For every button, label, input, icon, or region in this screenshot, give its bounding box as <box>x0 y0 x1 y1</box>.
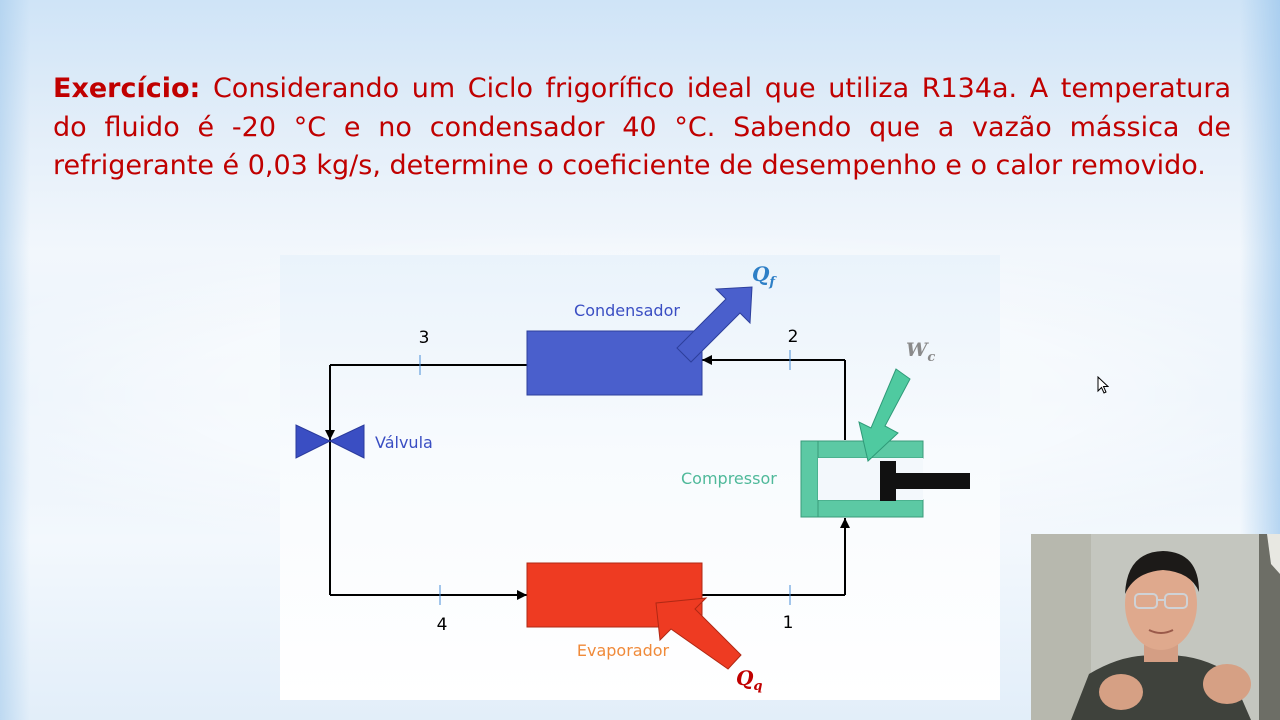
qq-label: Qq <box>736 666 763 694</box>
qf-label: Qf <box>752 262 777 290</box>
problem-heading: Exercício: <box>53 73 201 104</box>
problem-statement: Exercício: Considerando um Ciclo frigorí… <box>53 70 1231 186</box>
condenser-label: Condensador <box>574 301 680 320</box>
point-4-label: 4 <box>437 615 448 635</box>
flow-arrowheads <box>325 355 850 600</box>
qq-arrow <box>655 597 742 670</box>
piston <box>880 461 970 501</box>
circuit-lines <box>329 359 846 596</box>
wc-sub: c <box>927 350 935 365</box>
compressor-label: Compressor <box>681 469 777 488</box>
presenter-video <box>1031 534 1280 720</box>
point-2-label: 2 <box>788 327 799 347</box>
qf-main: Q <box>752 262 770 286</box>
evaporator-label: Evaporador <box>577 641 670 660</box>
mouse-cursor-icon <box>1097 376 1109 394</box>
wc-arrow <box>858 368 911 462</box>
point-3-label: 3 <box>419 328 430 348</box>
condenser-block <box>526 330 703 396</box>
webcam-overlay <box>1031 534 1280 720</box>
valve-icon <box>295 424 365 459</box>
qq-sub: q <box>753 679 762 694</box>
qf-sub: f <box>768 275 777 290</box>
problem-text: Considerando um Ciclo frigorífico ideal … <box>53 73 1231 181</box>
refrigeration-cycle-diagram: 3 2 4 1 Condensador Qf Evaporador Qq Vál… <box>280 255 1000 700</box>
wc-label: Wc <box>906 339 935 365</box>
compressor-block <box>800 440 924 518</box>
qf-arrow <box>676 286 753 363</box>
background-left-edge <box>0 0 30 720</box>
wc-main: W <box>906 339 929 361</box>
qq-main: Q <box>736 666 754 690</box>
valve-label: Válvula <box>375 433 433 452</box>
point-1-label: 1 <box>783 613 794 633</box>
state-point-ticks <box>419 350 791 605</box>
